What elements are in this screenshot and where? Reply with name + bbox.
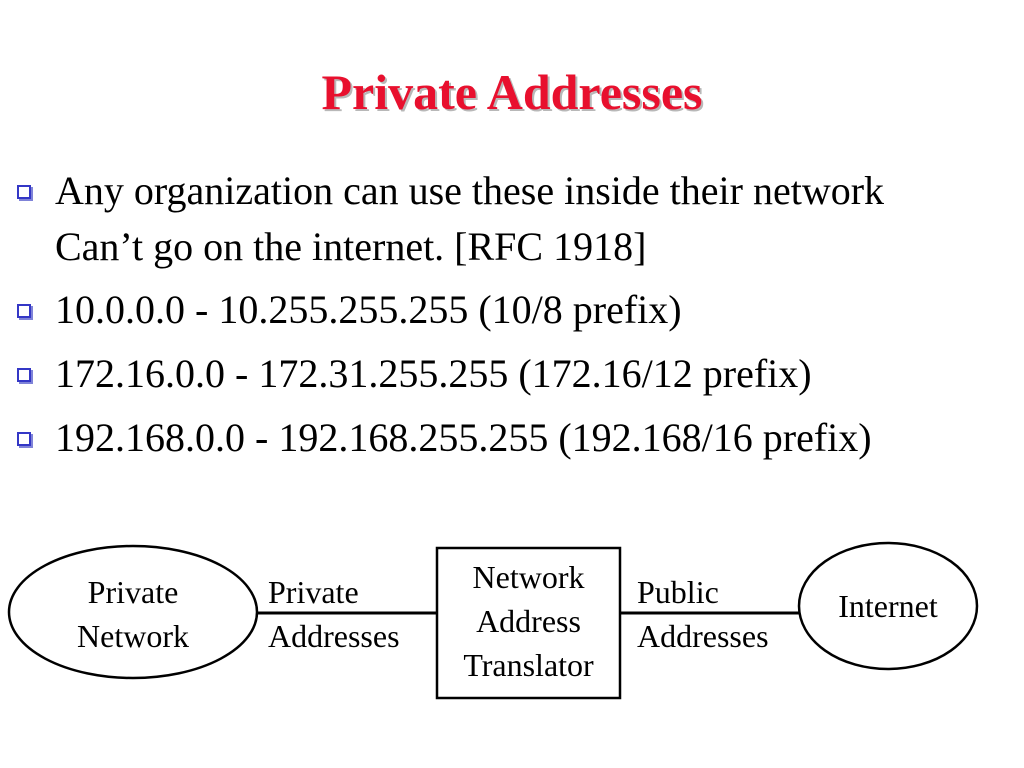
square-bullet-icon	[17, 368, 31, 382]
bullet-text: 10.0.0.0 - 10.255.255.255 (10/8 prefix)	[55, 282, 682, 338]
bullet-text: 172.16.0.0 - 172.31.255.255 (172.16/12 p…	[55, 346, 812, 402]
nat-diagram: Private Network Private Addresses Networ…	[0, 530, 1024, 710]
internet-label: Internet	[838, 588, 938, 624]
nat-box-label: Network Address Translator	[463, 559, 594, 683]
bullet-list: Any organization can use these inside th…	[17, 163, 884, 466]
private-addresses-label: Private Addresses	[268, 574, 400, 654]
private-network-label: Private Network	[77, 574, 189, 654]
public-addresses-label: Public Addresses	[637, 574, 769, 654]
nat-box	[435, 546, 622, 700]
slide-title: Private Addresses	[321, 64, 703, 120]
square-bullet-icon	[17, 304, 31, 318]
internet-ellipse	[797, 541, 979, 671]
bullet-line: 10.0.0.0 - 10.255.255.255 (10/8 prefix)	[55, 287, 682, 332]
nat-diagram-shapes	[7, 541, 979, 700]
bullet-line: 172.16.0.0 - 172.31.255.255 (172.16/12 p…	[55, 351, 812, 396]
bullet-text: 192.168.0.0 - 192.168.255.255 (192.168/1…	[55, 410, 872, 466]
bullet-line: 192.168.0.0 - 192.168.255.255 (192.168/1…	[55, 415, 872, 460]
bullet-text: Any organization can use these inside th…	[55, 163, 884, 275]
bullet-line: Any organization can use these inside th…	[55, 168, 885, 213]
bullet-line: Can’t go on the internet. [RFC 1918]	[55, 224, 647, 269]
square-bullet-icon	[17, 185, 31, 199]
square-bullet-icon	[17, 432, 31, 446]
